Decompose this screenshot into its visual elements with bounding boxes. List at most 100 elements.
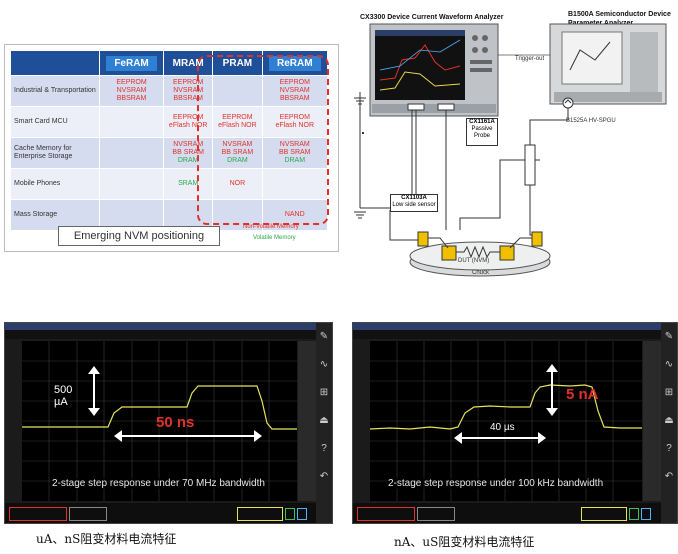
help-icon[interactable]: ? [321,443,327,454]
memory-type-label: NVSRAM [173,141,204,148]
scope-title-bar [5,323,332,330]
memory-type-label: EEPROM [279,79,310,86]
memory-type-label: DRAM [227,157,248,164]
table-row: Mobile Phones SRAM NOR [10,168,329,200]
measure-icon[interactable]: ⊞ [319,387,329,398]
nvm-positioning-table: FeRAM MRAM PRAM ReRAM Industrial & Trans… [10,50,329,231]
right-annotations [454,364,558,444]
memory-type-label: NVSRAM [116,87,147,94]
memory-type-label: BB SRAM [279,149,311,156]
right-scope-caption: 2-stage step response under 100 kHz band… [388,478,604,489]
legend-volatile: Volatile Memory [253,235,296,241]
scope-menu-bar [353,330,677,339]
scope-menu-bar [5,330,332,339]
memory-type-label: DRAM [177,157,199,164]
left-amp-annotation: 500 µA [54,384,72,408]
nvm-table-panel: FeRAM MRAM PRAM ReRAM Industrial & Trans… [4,44,339,252]
table-cell-pram [212,199,263,231]
settings-icon[interactable]: ✎ [319,331,329,342]
left-amp-value: 500 [54,384,73,396]
right-figure-caption: nA、uS阻变材料电流特征 [394,535,535,549]
memory-type-label: eFlash NOR [168,122,208,129]
table-cell-application: Industrial & Transportation [10,75,100,107]
memory-type-label: eFlash NOR [275,122,315,129]
legend-nonvolatile: Non-Volatile Memory [243,224,299,230]
table-cell-pram: NOR [212,168,263,200]
trash-icon[interactable]: ⏏ [319,415,329,426]
right-amp-annotation: 5 nA [566,386,599,403]
right-time-annotation: 40 µs [490,422,515,433]
memory-type-label: BBSRAM [116,95,147,102]
probe-name: CX1161A [469,119,495,125]
emerging-nvm-highlight [197,55,329,225]
trash-icon[interactable]: ⏏ [664,415,674,426]
table-cell-feram [98,106,165,138]
memory-type-label: NVSRAM [222,141,253,148]
scope-title-bar [353,323,677,330]
memory-type-label: EEPROM [222,114,253,121]
table-cell-application: Smart Card MCU [10,106,100,138]
memory-type-label: SRAM [178,180,199,187]
b1500-instrument [549,23,667,109]
scope-status-bar [353,503,661,523]
trigger-label: Trigger-out [515,56,545,62]
memory-type-label: EEPROM [173,79,204,86]
left-annotations [88,366,262,442]
passive-probe-box: CX1161A Passive Probe [466,118,498,146]
memory-type-label: BBSRAM [279,95,310,102]
waveform-icon[interactable]: ∿ [319,359,329,370]
cx3300-instrument [369,23,499,117]
sensor-name: CX1103A [401,195,427,201]
memory-type-label: NVSRAM [279,87,310,94]
header-feram: FeRAM [98,50,165,76]
scope-plot-area [369,341,642,501]
setup-diagram [354,23,667,277]
spgu-label: B1525A HV-SPGU [566,118,616,124]
settings-icon[interactable]: ✎ [664,331,674,342]
memory-type-label: BBSRAM [173,95,203,102]
probe-desc: Passive Probe [471,126,493,139]
left-waveform [22,341,297,501]
undo-icon[interactable]: ↶ [664,471,674,482]
undo-icon[interactable]: ↶ [319,471,329,482]
memory-type-label: NVSRAM [279,141,310,148]
table-cell-feram [98,199,165,231]
waveform-icon[interactable]: ∿ [664,359,674,370]
memory-type-label: NOR [229,180,246,187]
scope-axis-column [298,341,316,501]
table-cell-pram [212,75,263,107]
low-side-sensor-box: CX1103A Low side sensor [390,194,438,212]
scope-toolbar[interactable]: ✎ ∿ ⊞ ⏏ ? ↶ [316,323,332,523]
left-figure-caption: uA、nS阻变材料电流特征 [36,532,177,546]
memory-type-label: EEPROM [173,114,204,121]
help-icon[interactable]: ? [666,443,672,454]
table-cell-feram [98,168,165,200]
measure-icon[interactable]: ⊞ [664,387,674,398]
scope-toolbar[interactable]: ✎ ∿ ⊞ ⏏ ? ↶ [661,323,677,523]
table-row: Cache Memory for Enterprise Storage NVSRA… [10,137,329,169]
memory-type-label: NAND [284,211,305,218]
memory-type-label: BB SRAM [221,149,254,156]
table-cell-application: Mobile Phones [10,168,100,200]
table-cell-feram [98,137,165,169]
table-title: Emerging NVM positioning [58,226,220,246]
left-amp-unit: µA [54,396,68,408]
table-cell-application: Cache Memory for Enterprise Storage [10,137,100,169]
left-scope-caption: 2-stage step response under 70 MHz bandw… [52,478,265,489]
chuck-label: Chuck [472,270,490,276]
table-cell-reram: NAND [261,199,329,231]
memory-type-label: DRAM [284,157,306,164]
sensor-desc: Low side sensor [392,202,436,208]
scope-status-bar [5,503,316,523]
left-time-annotation: 50 ns [156,414,195,431]
right-waveform [369,341,642,501]
table-cell-reram [261,168,329,200]
